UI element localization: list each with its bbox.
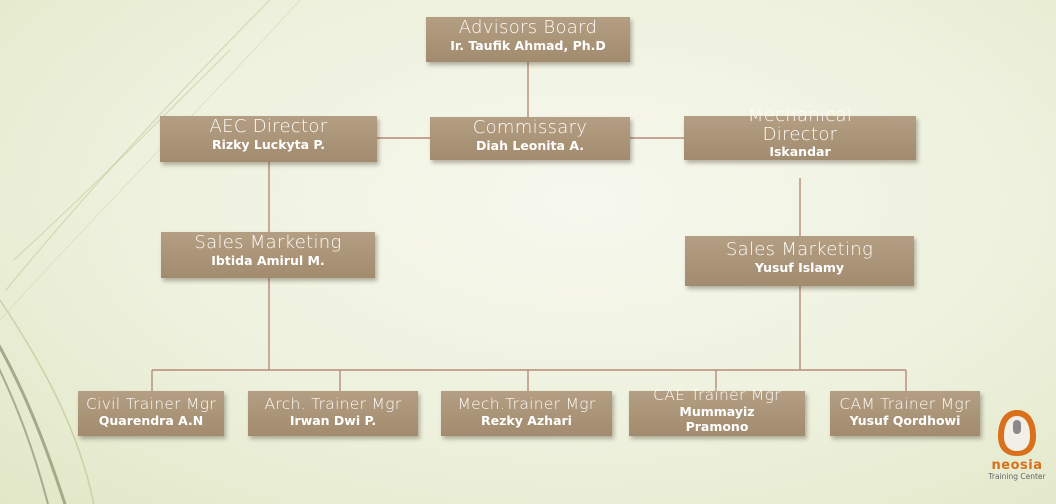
node-role: Arch. Trainer Mgr (264, 395, 402, 413)
node-name: Iskandar (769, 144, 831, 159)
node-civil-trainer-mgr: Civil Trainer Mgr Quarendra A.N (78, 391, 224, 436)
node-sales-marketing-left: Sales Marketing Ibtida Amirul M. (161, 232, 375, 278)
node-name: Ibtida Amirul M. (211, 253, 325, 268)
node-name: Diah Leonita A. (476, 138, 584, 153)
node-role: Sales Marketing (194, 232, 342, 253)
node-role: Commissary (472, 117, 588, 138)
mouse-icon (998, 410, 1036, 456)
node-arch-trainer-mgr: Arch. Trainer Mgr Irwan Dwi P. (248, 391, 418, 436)
node-role: Mech.Trainer Mgr (457, 395, 596, 413)
node-mechanical-director: Mechanical Director Iskandar (684, 106, 916, 160)
node-sales-marketing-right: Sales Marketing Yusuf Islamy (685, 236, 914, 286)
node-cae-trainer-mgr: CAE Trainer Mgr Mummayiz Pramono (629, 386, 805, 436)
node-name: Quarendra A.N (98, 413, 204, 428)
node-name-line2: Pramono (685, 419, 749, 434)
node-role: Advisors Board (458, 17, 598, 38)
background-swoosh (0, 0, 301, 504)
node-advisors-board: Advisors Board Ir. Taufik Ahmad, Ph.D (426, 17, 630, 62)
node-role: CAE Trainer Mgr (653, 386, 781, 404)
logo-subtitle: Training Center (988, 472, 1046, 481)
node-aec-director: AEC Director Rizky Luckyta P. (160, 116, 377, 162)
node-name: Yusuf Qordhowi (849, 413, 961, 428)
node-role: Civil Trainer Mgr (85, 395, 216, 413)
logo-name: neosia (991, 458, 1043, 473)
node-role-line1: Mechanical (747, 105, 853, 126)
node-name-line1: Mummayiz (679, 404, 755, 419)
node-name: Rezky Azhari (481, 413, 572, 428)
neosia-logo: neosia Training Center (984, 404, 1050, 502)
node-name: Ir. Taufik Ahmad, Ph.D (450, 38, 606, 53)
node-cam-trainer-mgr: CAM Trainer Mgr Yusuf Qordhowi (830, 391, 980, 436)
node-mech-trainer-mgr: Mech.Trainer Mgr Rezky Azhari (441, 391, 612, 436)
node-name: Irwan Dwi P. (289, 413, 377, 428)
node-name: Yusuf Islamy (754, 260, 845, 275)
node-role: CAM Trainer Mgr (839, 395, 971, 413)
node-name: Rizky Luckyta P. (211, 137, 326, 152)
node-role: Sales Marketing (725, 239, 874, 260)
connector-lines (151, 62, 907, 391)
node-role: AEC Director (209, 116, 328, 137)
node-role-line2: Director (762, 124, 838, 145)
node-commissary: Commissary Diah Leonita A. (430, 117, 630, 160)
